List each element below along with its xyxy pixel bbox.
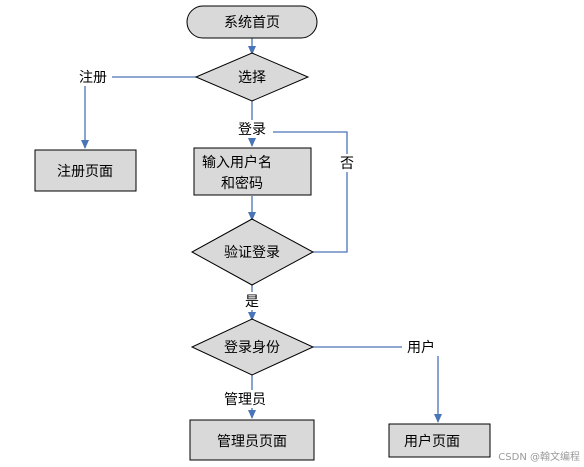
start-node: 系统首页: [186, 5, 318, 39]
watermark: CSDN @翰文编程: [498, 450, 580, 463]
identity-decision-label: 登录身份: [224, 340, 280, 356]
input-credentials-line1: 输入用户名: [202, 154, 272, 171]
input-credentials-line2: 和密码: [221, 175, 263, 192]
verify-decision-label: 验证登录: [224, 245, 280, 261]
connector-choose-to-register: [81, 76, 196, 149]
verify-decision: 验证登录: [190, 218, 315, 286]
connector-verify-no-loop: [255, 131, 348, 253]
register-page-node: 注册页面: [34, 149, 137, 192]
no-branch-label: 否: [340, 156, 354, 172]
admin-page-label: 管理员页面: [217, 434, 287, 450]
register-branch-label: 注册: [79, 70, 107, 86]
identity-decision: 登录身份: [190, 318, 315, 376]
choose-decision: 选择: [194, 52, 310, 102]
user-page-node: 用户页面: [388, 423, 491, 458]
user-page-label: 用户页面: [404, 433, 460, 450]
user-branch-label: 用户: [407, 339, 435, 356]
choose-decision-label: 选择: [238, 70, 266, 86]
register-page-label: 注册页面: [57, 164, 113, 180]
start-node-label: 系统首页: [224, 15, 280, 31]
connector-identity-to-user: [313, 346, 442, 423]
admin-branch-label: 管理员: [224, 392, 266, 408]
admin-page-node: 管理员页面: [189, 419, 315, 461]
yes-branch-label: 是: [245, 294, 259, 310]
login-branch-label: 登录: [238, 122, 266, 138]
input-credentials-node: 输入用户名 和密码: [193, 147, 312, 196]
